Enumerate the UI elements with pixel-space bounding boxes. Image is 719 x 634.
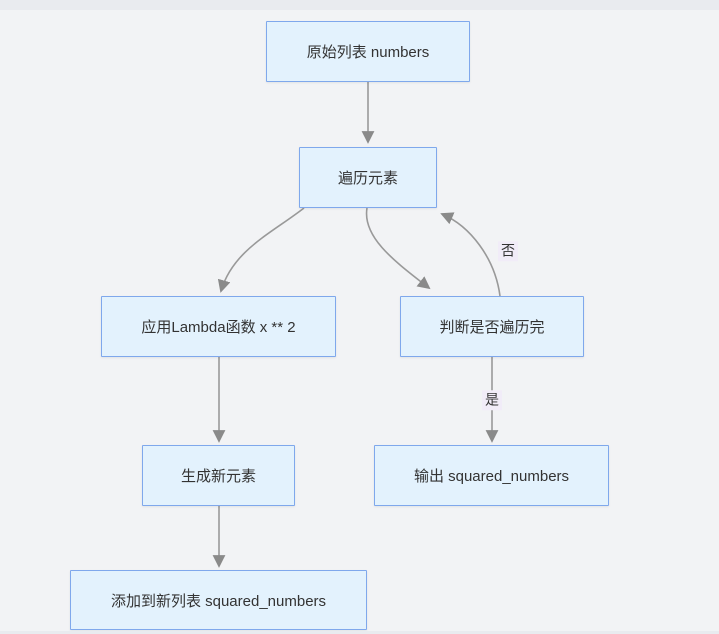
- window-top-edge: [0, 0, 719, 10]
- edge-check-to-iterate-no: [440, 212, 501, 297]
- node-output-squared-numbers-label: 输出 squared_numbers: [413, 468, 570, 485]
- edge-label-no: 否: [498, 241, 518, 261]
- edge-iterate-to-check: [365, 207, 431, 290]
- node-append-to-new-list-label: 添加到新列表 squared_numbers: [110, 592, 327, 610]
- node-check-iteration-done: 判断是否遍历完: [400, 296, 584, 357]
- node-apply-lambda-label: 应用Lambda函数 x ** 2: [141, 319, 296, 336]
- node-check-iteration-done-label: 判断是否遍历完: [439, 319, 545, 336]
- node-append-to-new-list: 添加到新列表 squared_numbers: [70, 570, 367, 630]
- node-iterate-elements-label: 遍历元素: [337, 170, 398, 187]
- node-output-squared-numbers: 输出 squared_numbers: [374, 445, 609, 506]
- node-original-list-label: 原始列表 numbers: [306, 44, 430, 61]
- edge-iterate-to-lambda: [217, 207, 305, 293]
- node-original-list: 原始列表 numbers: [266, 21, 470, 82]
- node-apply-lambda: 应用Lambda函数 x ** 2: [101, 296, 336, 357]
- window-bottom-edge: [0, 631, 719, 634]
- edge-label-yes: 是: [482, 390, 502, 410]
- node-generate-new-element: 生成新元素: [142, 445, 295, 506]
- node-iterate-elements: 遍历元素: [299, 147, 437, 208]
- node-generate-new-element-label: 生成新元素: [180, 468, 256, 485]
